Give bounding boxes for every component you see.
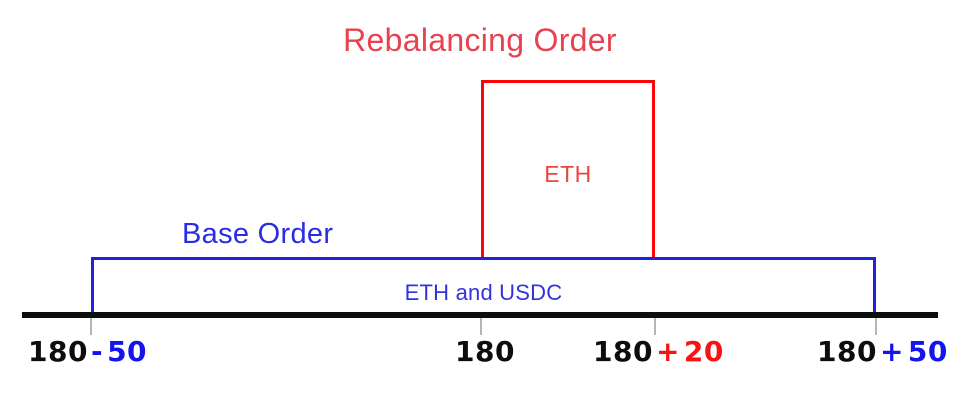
axis-label-lower-bound: 180-50 — [28, 335, 147, 368]
axis-label-center-base: 180 — [455, 335, 515, 368]
axis-label-upper-bound-delta: 50 — [907, 335, 948, 368]
rebalancing-order-box-label: ETH — [544, 161, 592, 187]
axis-label-center: 180 — [455, 335, 515, 368]
axis-label-rebalance-upper: 180+20 — [593, 335, 724, 368]
axis-label-upper-bound: 180+50 — [817, 335, 948, 368]
axis-tick-lower-bound — [90, 318, 92, 335]
axis-label-lower-bound-base: 180 — [28, 335, 88, 368]
axis-label-lower-bound-delta: 50 — [107, 335, 148, 368]
axis-tick-upper-bound — [875, 318, 877, 335]
axis-label-rebalance-upper-delta: 20 — [683, 335, 724, 368]
base-order-box-label: ETH and USDC — [404, 280, 563, 305]
base-order-box: ETH and USDC — [91, 257, 876, 315]
axis-label-rebalance-upper-base: 180 — [593, 335, 653, 368]
rebalancing-order-title: Rebalancing Order — [343, 22, 617, 58]
base-order-title: Base Order — [182, 218, 334, 250]
axis-label-upper-bound-base: 180 — [817, 335, 877, 368]
axis-tick-rebalance-upper — [654, 318, 656, 335]
rebalancing-order-box: ETH — [481, 80, 655, 258]
axis-tick-center — [480, 318, 482, 335]
axis-label-lower-bound-operator: - — [90, 335, 104, 368]
axis-label-rebalance-upper-operator: + — [655, 335, 680, 368]
axis-line — [22, 312, 938, 318]
axis-label-upper-bound-operator: + — [879, 335, 904, 368]
